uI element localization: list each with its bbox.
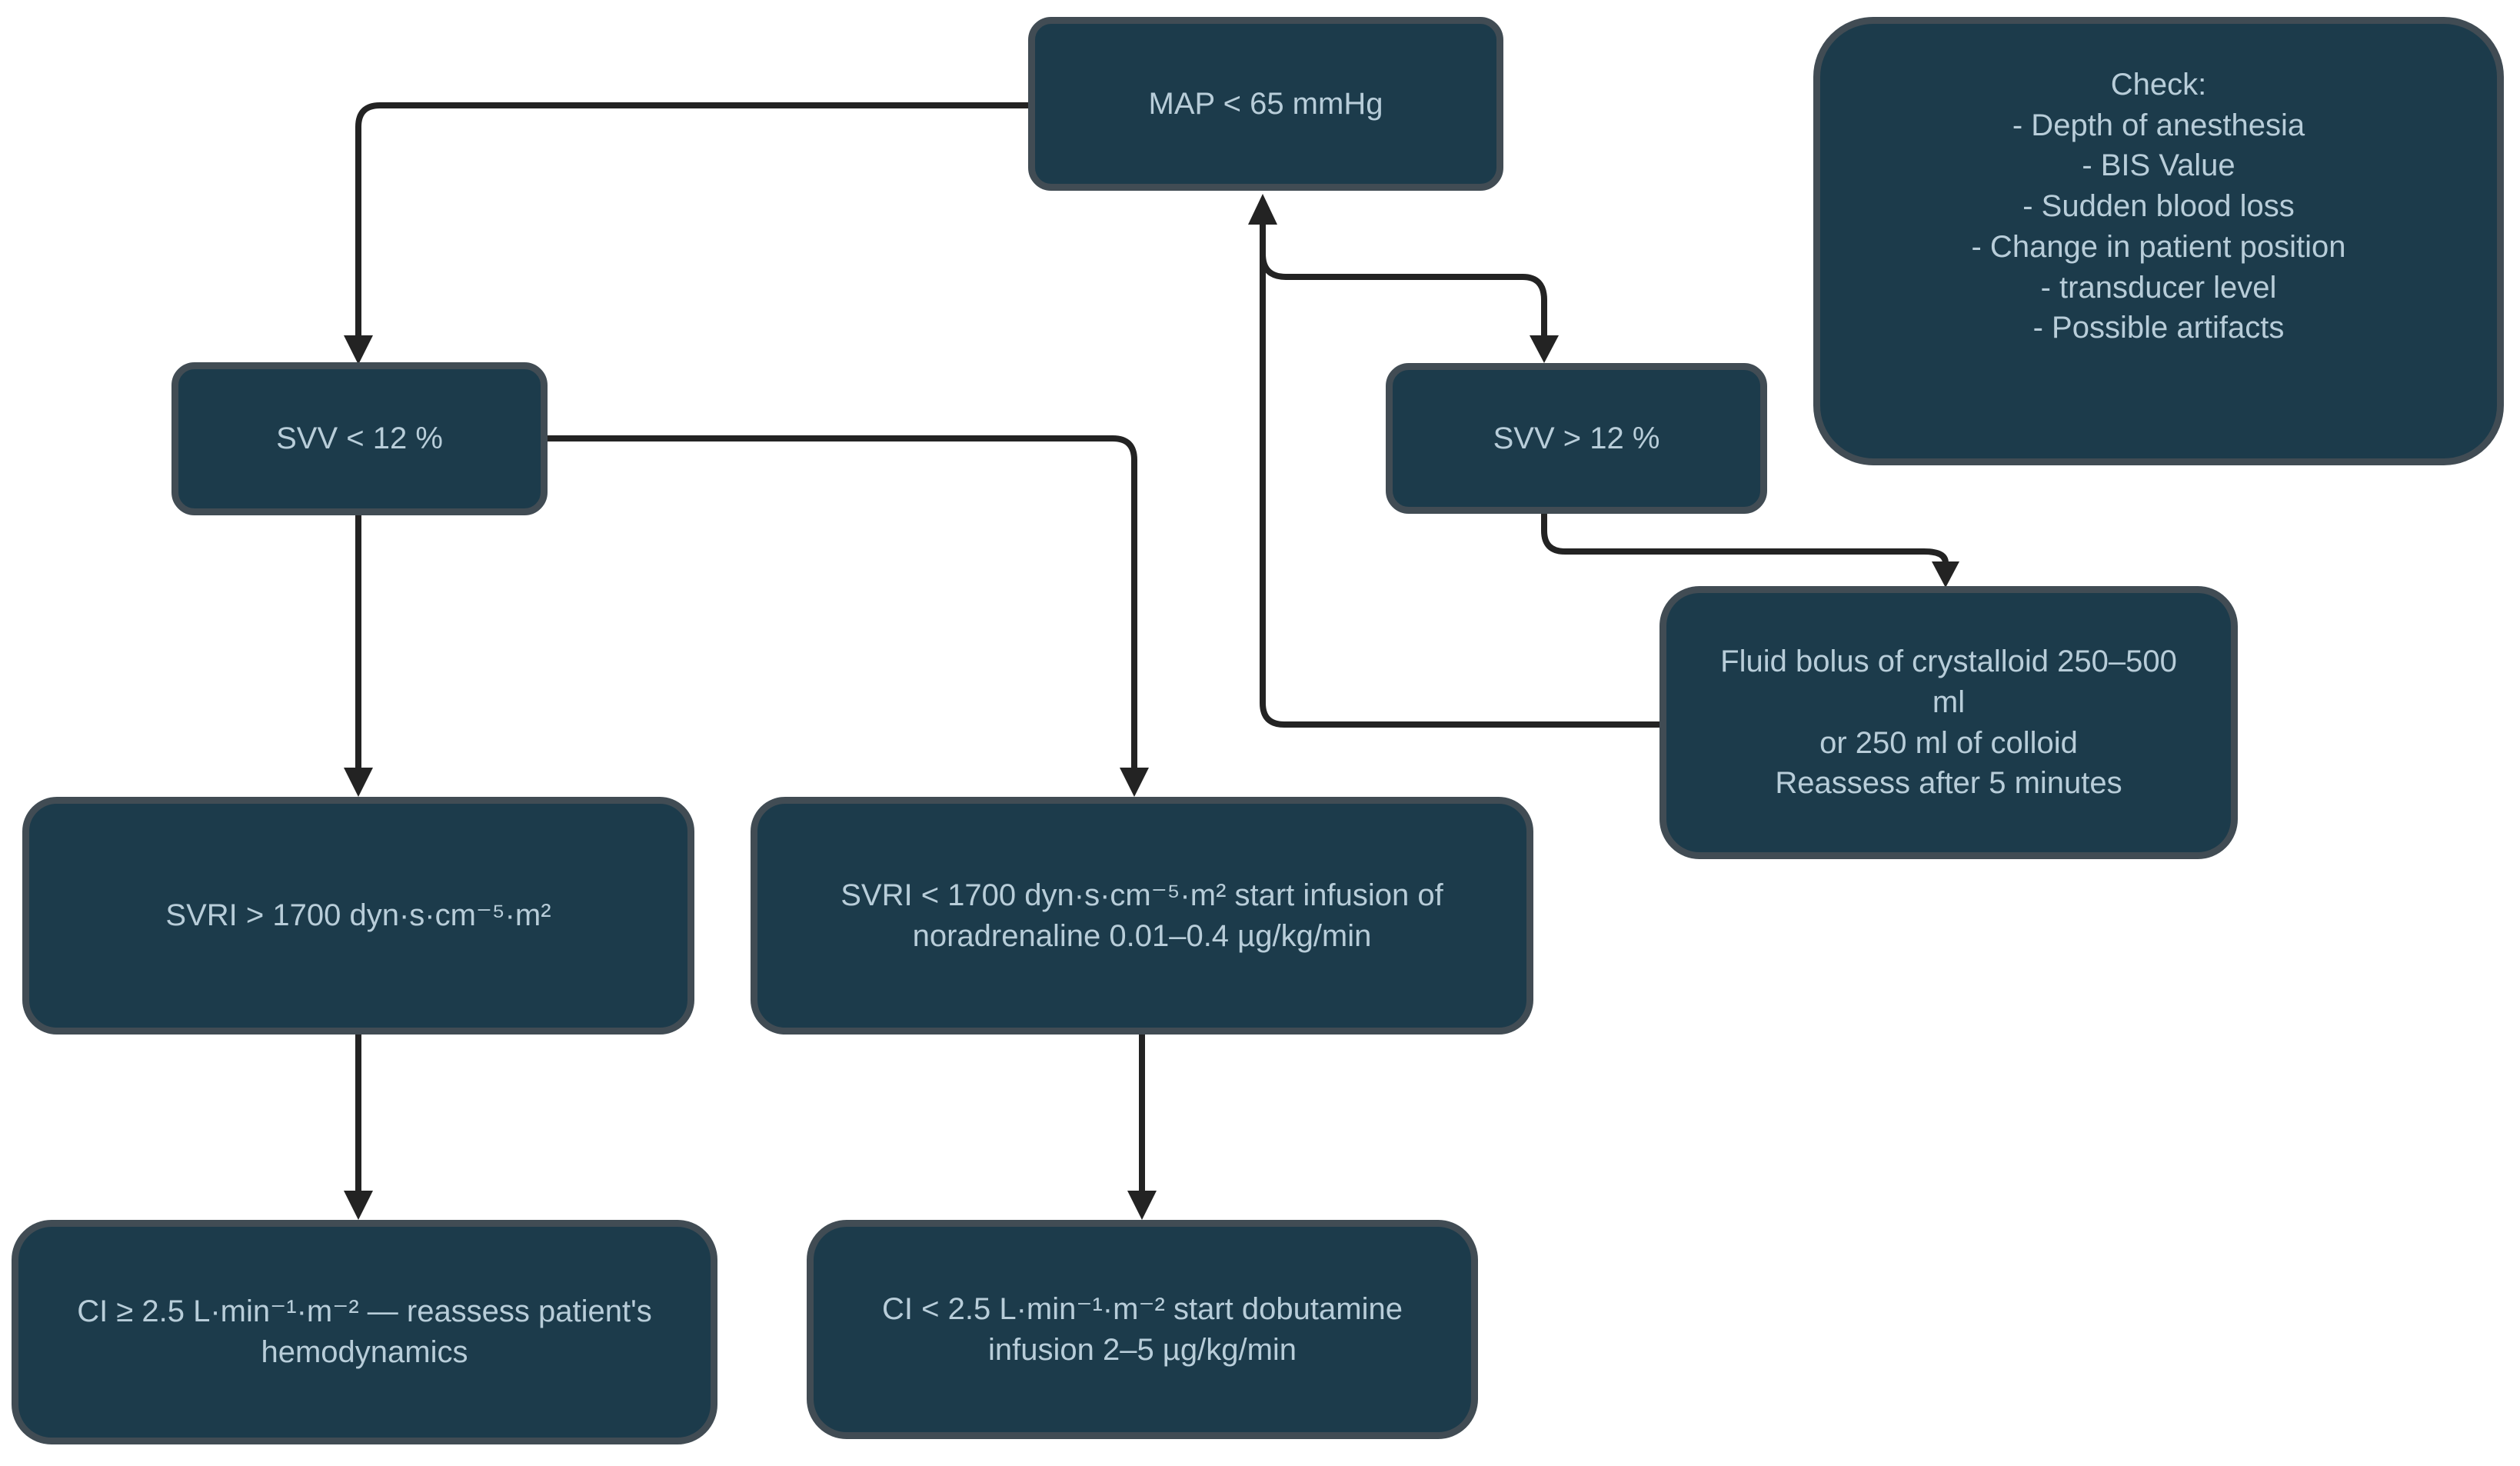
- arrow-down-icon: [344, 335, 373, 365]
- node-ci-adequate-text: CI ≥ 2.5 L·min⁻¹·m⁻² — reassess patient'…: [77, 1294, 652, 1369]
- arrow-down-icon: [1932, 561, 1959, 588]
- arrow-down-icon: [344, 768, 373, 797]
- node-svv-high-text: SVV > 12 %: [1493, 421, 1660, 455]
- arrow-map-to-svv-low: [344, 102, 1028, 365]
- arrow-svri-high-to-ci-high: [344, 1035, 373, 1220]
- node-svri-high-text: SVRI > 1700 dyn·s·cm⁻⁵·m²: [165, 898, 551, 933]
- node-ci-adequate: CI ≥ 2.5 L·min⁻¹·m⁻² — reassess patient'…: [12, 1220, 717, 1444]
- arrow-svv-low-to-svri-low-line: [548, 435, 1137, 769]
- node-ci-low-text: CI < 2.5 L·min⁻¹·m⁻² start dobutamine in…: [882, 1291, 1403, 1367]
- node-svri-low-text: SVRI < 1700 dyn·s·cm⁻⁵·m² start infusion…: [841, 878, 1443, 953]
- arrow-up-icon: [1248, 194, 1277, 225]
- arrow-svri-low-to-ci-low: [1127, 1035, 1157, 1220]
- arrow-map-to-svv-high-line: [1260, 253, 1547, 337]
- node-fluid-bolus-text: Fluid bolus of crystalloid 250–500 ml or…: [1720, 644, 2177, 801]
- node-svv-low: SVV < 12 %: [171, 362, 548, 515]
- node-check-list-text: Check: - Depth of anesthesia - BIS Value…: [1971, 67, 2346, 345]
- node-svri-low: SVRI < 1700 dyn·s·cm⁻⁵·m² start infusion…: [751, 797, 1533, 1035]
- node-svv-low-text: SVV < 12 %: [276, 421, 443, 456]
- arrow-fluid-to-map-line: [1260, 223, 1659, 728]
- arrow-down-icon: [344, 1191, 373, 1220]
- node-check-list: Check: - Depth of anesthesia - BIS Value…: [1813, 17, 2504, 465]
- arrow-svv-low-to-svri-low: [548, 435, 1149, 797]
- node-fluid-bolus: Fluid bolus of crystalloid 250–500 ml or…: [1659, 586, 2238, 859]
- arrow-svv-low-to-svri-high: [344, 515, 373, 797]
- node-map-low: MAP < 65 mmHg: [1028, 17, 1503, 191]
- arrow-svv-high-to-fluid: [1541, 514, 1959, 588]
- arrow-map-to-svv-low-line: [355, 102, 1028, 337]
- node-svv-high: SVV > 12 %: [1386, 363, 1767, 514]
- arrow-down-icon: [1530, 335, 1559, 363]
- arrow-map-to-svv-high: [1260, 253, 1559, 363]
- arrow-down-icon: [1127, 1191, 1157, 1220]
- arrow-fluid-to-map: [1248, 194, 1659, 728]
- arrow-svv-high-to-fluid-line: [1541, 514, 1949, 564]
- node-ci-low: CI < 2.5 L·min⁻¹·m⁻² start dobutamine in…: [807, 1220, 1478, 1439]
- node-map-low-text: MAP < 65 mmHg: [1148, 86, 1383, 121]
- node-svri-high: SVRI > 1700 dyn·s·cm⁻⁵·m²: [22, 797, 694, 1035]
- arrow-down-icon: [1120, 768, 1149, 797]
